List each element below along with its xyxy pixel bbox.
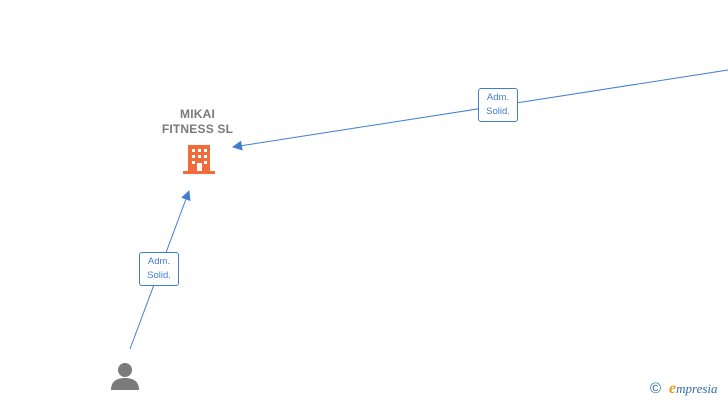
company-label[interactable]: MIKAI FITNESS SL [150,107,245,137]
brand-logo: empresia [669,381,718,397]
person-icon[interactable] [111,363,139,390]
edge-label-right[interactable]: Adm. Solid. [478,88,518,122]
company-name-line1: MIKAI [180,107,215,121]
brand-rest: mpresia [676,381,718,396]
building-icon[interactable] [183,145,215,174]
edge-label-right-line1: Adm. [486,92,510,103]
copyright-symbol: © [650,380,662,397]
edge-label-person[interactable]: Adm. Solid. [139,252,179,286]
edge-label-person-line2: Solid. [147,270,171,281]
edge-label-right-line2: Solid. [486,106,510,117]
company-name-line2: FITNESS SL [161,122,234,136]
edge-label-person-line1: Adm. [147,256,171,267]
brand-initial: e [669,380,677,397]
